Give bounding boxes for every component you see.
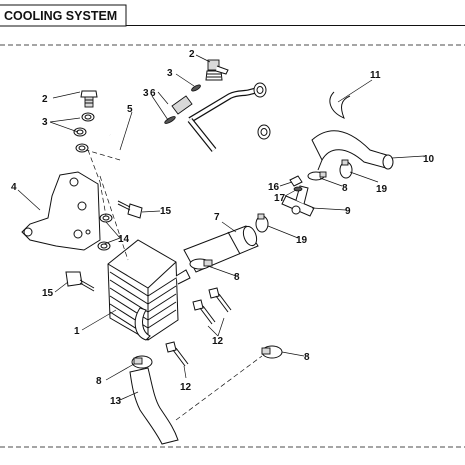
bolt-2-left xyxy=(80,90,98,108)
header: COOLING SYSTEM xyxy=(0,4,465,448)
callout-13: 13 xyxy=(110,396,122,407)
hose-10 xyxy=(311,130,394,171)
callout-5: 5 xyxy=(127,104,133,115)
callout-12-right: 12 xyxy=(212,336,224,347)
washers-14 xyxy=(97,213,113,251)
callout-2-left: 2 xyxy=(42,94,48,105)
callout-8-upper: 8 xyxy=(342,183,348,194)
clamp-19-mid xyxy=(255,213,269,233)
callout-4: 4 xyxy=(11,182,17,193)
callout-3-left: 3 xyxy=(42,117,48,128)
callout-15-left: 15 xyxy=(42,288,54,299)
connection-lines xyxy=(85,149,263,421)
callout-8-mid: 8 xyxy=(234,272,240,283)
callout-7: 7 xyxy=(214,212,220,223)
callout-19-mid: 19 xyxy=(296,235,308,246)
clamp-8-mid xyxy=(189,258,213,270)
callout-19-right: 19 xyxy=(376,184,388,195)
leader-lines xyxy=(17,54,425,401)
page-title: COOLING SYSTEM xyxy=(4,9,117,23)
hose-13 xyxy=(129,367,179,445)
bracket-4 xyxy=(21,171,101,251)
callout-12-lower: 12 xyxy=(180,382,192,393)
oil-cooler-1 xyxy=(107,239,191,341)
callout-8-right: 8 xyxy=(304,352,310,363)
bolt-15-right xyxy=(117,200,143,219)
callout-2-top: 2 xyxy=(189,49,195,60)
bolt-15-left xyxy=(65,271,95,292)
callout-6: 6 xyxy=(150,88,156,99)
parts-16-17 xyxy=(289,175,303,192)
callout-14: 14 xyxy=(118,234,130,245)
clamp-19-right xyxy=(339,159,353,179)
pipe-5 xyxy=(108,82,271,160)
callout-10: 10 xyxy=(423,154,435,165)
o-rings-top xyxy=(164,84,201,124)
fitting-2-upper xyxy=(205,59,229,81)
clamp-8-lower xyxy=(131,355,153,369)
callout-1: 1 xyxy=(74,326,80,337)
callout-17: 17 xyxy=(274,193,286,204)
callout-9: 9 xyxy=(345,206,351,217)
clamp-8-right-lower xyxy=(261,345,283,359)
callout-16: 16 xyxy=(268,182,280,193)
callout-3-mid: 3 xyxy=(143,88,149,99)
sleeve-6 xyxy=(171,95,193,115)
callout-labels: 2 2 3 6 3 3 5 4 15 14 15 1 8 13 8 7 19 9… xyxy=(11,49,435,407)
callout-11: 11 xyxy=(370,70,381,81)
callout-3-top: 3 xyxy=(167,68,173,79)
clamp-8-upper xyxy=(307,171,327,181)
callout-8-lower: 8 xyxy=(96,376,102,387)
tee-fitting-9 xyxy=(281,185,315,217)
title-box xyxy=(0,4,127,27)
callout-15-right: 15 xyxy=(160,206,172,217)
washers-3-left xyxy=(73,112,95,153)
bolts-12 xyxy=(165,287,232,367)
clip-11 xyxy=(329,91,351,119)
